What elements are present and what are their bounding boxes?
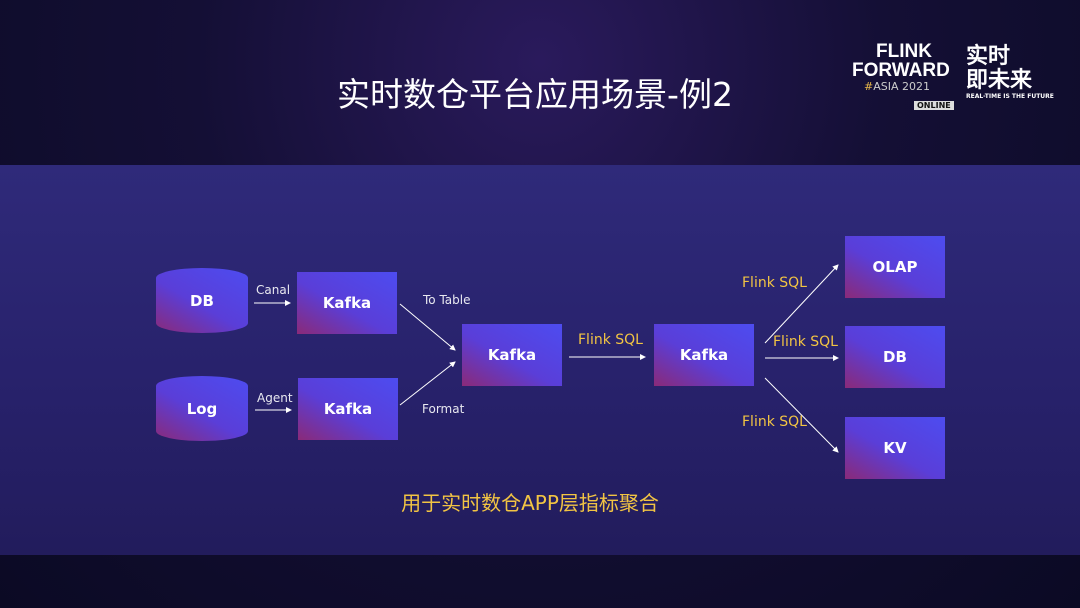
label-flink-sql-olap: Flink SQL: [742, 275, 807, 291]
kv-node: KV: [845, 417, 945, 479]
logo-asia: #ASIA 2021: [864, 80, 930, 93]
log-source: Log: [156, 376, 248, 441]
slide-title: 实时数仓平台应用场景-例2: [337, 75, 733, 114]
arrow-format: [399, 361, 456, 406]
label-flink-sql: Flink SQL: [578, 332, 643, 348]
label-flink-sql-db: Flink SQL: [773, 334, 838, 350]
label-agent: Agent: [257, 391, 293, 405]
label-canal: Canal: [256, 283, 291, 297]
logo-line1: FLINK: [876, 41, 932, 62]
logo-online: ONLINE: [914, 101, 954, 110]
kafka-node-1: Kafka: [297, 272, 397, 334]
logo-zh1: 实时: [966, 44, 1011, 69]
logo-en: REAL-TIME IS THE FUTURE: [966, 93, 1054, 100]
realtime-logo: 实时 即未来 REAL-TIME IS THE FUTURE: [966, 44, 1054, 101]
olap-node: OLAP: [845, 236, 945, 298]
arrow-kv: [764, 377, 839, 453]
db-source: DB: [156, 268, 248, 333]
kafka-node-4: Kafka: [654, 324, 754, 386]
logo-zh2: 即未来: [966, 68, 1033, 93]
db-sink-node: DB: [845, 326, 945, 388]
arrow-olap: [764, 264, 839, 344]
arrow-to-table: [399, 303, 456, 351]
label-format: Format: [422, 402, 465, 416]
label-to-table: To Table: [423, 293, 471, 307]
kafka-node-2: Kafka: [298, 378, 398, 440]
label-flink-sql-kv: Flink SQL: [742, 414, 807, 430]
footer-caption: 用于实时数仓APP层指标聚合: [401, 491, 659, 515]
logo-line2: FORWARD: [852, 60, 950, 81]
flink-forward-logo: FLINK FORWARD #ASIA 2021 ONLINE: [852, 42, 954, 112]
kafka-node-3: Kafka: [462, 324, 562, 386]
